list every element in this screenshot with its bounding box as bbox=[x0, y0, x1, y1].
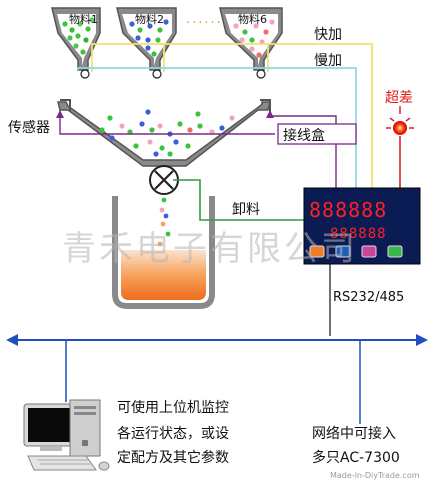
network-text-line-2: 多只AC-7300 bbox=[312, 449, 400, 466]
pc-text-line-3: 定配方及其它参数 bbox=[117, 449, 229, 466]
controller-button-1[interactable] bbox=[309, 245, 325, 258]
hopper-6: 物料6 bbox=[219, 7, 283, 79]
display-top: 888888 bbox=[309, 198, 387, 222]
computer-icon bbox=[23, 399, 110, 471]
alarm-label: 超差 bbox=[385, 90, 413, 106]
valve-2-icon bbox=[152, 69, 162, 79]
sensor-label: 传感器 bbox=[8, 119, 50, 136]
controller-button-3[interactable] bbox=[361, 245, 377, 258]
valve-6-icon bbox=[256, 69, 266, 79]
discharge-label: 卸料 bbox=[232, 202, 260, 218]
controller-buttons bbox=[309, 245, 403, 258]
sensor-line bbox=[56, 110, 337, 188]
controller-panel: 888888 888888 bbox=[303, 187, 421, 265]
site-watermark: Made-in-DiyTrade.com bbox=[330, 471, 420, 480]
alarm-light-icon bbox=[393, 121, 407, 135]
junction-box bbox=[277, 123, 357, 145]
network-text-line-1: 网络中可接入 bbox=[312, 425, 396, 442]
hopper-1-label: 物料1 bbox=[69, 12, 98, 26]
rs232-label: RS232/485 bbox=[333, 290, 404, 305]
slow-feed-label: 慢加 bbox=[314, 52, 342, 69]
display-bottom-digits: 888888 bbox=[330, 226, 387, 242]
controller-button-4[interactable] bbox=[387, 245, 403, 258]
valve-1-icon bbox=[80, 69, 90, 79]
falling-pellets bbox=[157, 197, 171, 247]
hopper-1-pellets bbox=[62, 17, 95, 55]
weighing-hopper bbox=[57, 99, 271, 195]
hopper-2: 物料2 bbox=[116, 7, 177, 79]
hopper-2-pellets bbox=[129, 19, 169, 57]
pc-text-line-2: 各运行状态，或设 bbox=[117, 426, 229, 442]
alarm-indicator: 超差 bbox=[385, 90, 414, 188]
hopper-2-label: 物料2 bbox=[135, 12, 164, 26]
controller-button-2[interactable] bbox=[335, 245, 351, 258]
hopper-1: 物料1 bbox=[51, 7, 101, 79]
discharge-valve-icon bbox=[149, 165, 179, 195]
hopper-ellipsis: ...... bbox=[186, 12, 223, 27]
hopper-6-label: 物料6 bbox=[238, 12, 267, 26]
weighing-hopper-pellets bbox=[99, 109, 235, 157]
company-watermark: 青禾电子有限公司 bbox=[62, 229, 358, 269]
fast-feed-label: 快加 bbox=[314, 27, 342, 43]
junction-box-label: 接线盒 bbox=[283, 127, 325, 144]
discharge-line bbox=[173, 179, 304, 221]
receiving-container bbox=[112, 196, 215, 309]
pc-text-line-1: 可使用上位机监控 bbox=[117, 399, 229, 416]
display-top-digits: 888888 bbox=[309, 198, 387, 222]
network-bus bbox=[6, 334, 428, 424]
display-bottom: 888888 bbox=[330, 226, 387, 242]
